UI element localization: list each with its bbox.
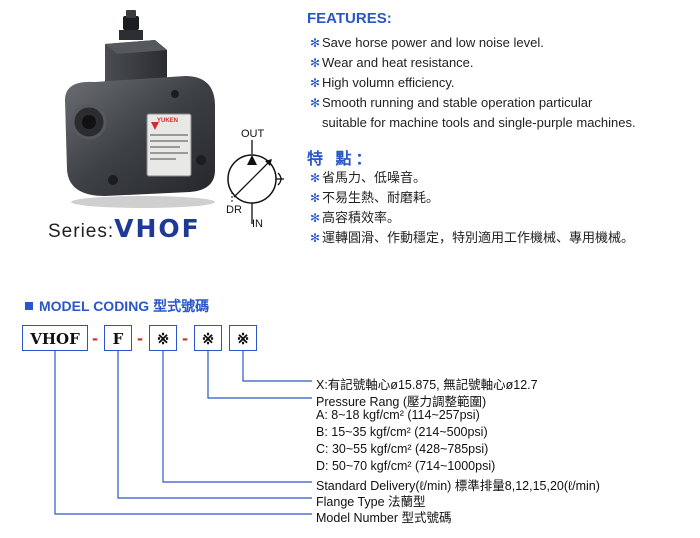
code-box-shaft: ※	[229, 325, 257, 351]
symbol-dr-label: DR	[226, 204, 242, 216]
symbol-in-label: IN	[252, 218, 263, 230]
feature-item: ✻Wear and heat resistance.	[310, 53, 695, 73]
desc-pressure-b: B: 15~35 kgf/cm² (214~500psi)	[316, 425, 488, 439]
code-box-delivery: ※	[149, 325, 177, 351]
desc-shaft: X:有記號軸心ø15.875, 無記號軸心ø12.7	[316, 378, 538, 392]
feature-cn-item: ✻運轉圓滑、作動穩定，特別適用工作機械、專用機械。	[310, 228, 695, 248]
feature-cn-item: ✻省馬力、低噪音。	[310, 168, 695, 188]
desc-model-number: Model Number 型式號碼	[316, 511, 452, 525]
feature-cn-item: ✻不易生熱、耐磨耗。	[310, 188, 695, 208]
desc-delivery: Standard Delivery(ℓ/min) 標準排量8,12,15,20(…	[316, 479, 600, 493]
model-coding-title: MODEL CODING 型式號碼	[25, 296, 209, 316]
desc-pressure-d: D: 50~70 kgf/cm² (714~1000psi)	[316, 459, 496, 473]
features-list: ✻Save horse power and low noise level. ✻…	[310, 33, 695, 133]
star-bullet-icon: ✻	[310, 191, 321, 205]
code-box-model: VHOF	[22, 325, 88, 351]
feature-cn-item: ✻高容積效率。	[310, 208, 695, 228]
feature-item: ✻Smooth running and stable operation par…	[310, 93, 695, 113]
star-bullet-icon: ✻	[310, 56, 321, 70]
star-bullet-icon: ✻	[310, 36, 321, 50]
code-box-pressure: ※	[194, 325, 222, 351]
brand-mark-text: YUKEN	[157, 118, 179, 124]
series-prefix: Series:	[48, 221, 115, 242]
hydraulic-pump-symbol	[227, 140, 284, 224]
features-cn-list: ✻省馬力、低噪音。 ✻不易生熱、耐磨耗。 ✻高容積效率。 ✻運轉圓滑、作動穩定，…	[310, 168, 695, 248]
desc-pressure: Pressure Rang (壓力調整範圍)	[316, 395, 487, 409]
star-bullet-icon: ✻	[310, 211, 321, 225]
code-separator: -	[137, 328, 143, 348]
symbol-out-label: OUT	[241, 128, 265, 140]
code-separator: -	[92, 328, 98, 348]
pump-image	[65, 10, 215, 208]
feature-item-continued: suitable for machine tools and single-pu…	[322, 115, 636, 130]
star-bullet-icon: ✻	[310, 96, 321, 110]
code-separator: -	[182, 328, 188, 348]
features-cn-title: 特 點：	[307, 151, 376, 168]
desc-pressure-c: C: 30~55 kgf/cm² (428~785psi)	[316, 442, 489, 456]
feature-item: ✻High volumn efficiency.	[310, 73, 695, 93]
series-model: VHOF	[114, 214, 201, 243]
star-bullet-icon: ✻	[310, 76, 321, 90]
series-label: Series:VHOF	[48, 214, 201, 243]
desc-flange: Flange Type 法蘭型	[316, 495, 426, 509]
features-title: FEATURES:	[307, 10, 392, 27]
feature-item: ✻Save horse power and low noise level.	[310, 33, 695, 53]
star-bullet-icon: ✻	[310, 231, 321, 245]
square-bullet-icon	[25, 302, 33, 310]
star-bullet-icon: ✻	[310, 171, 321, 185]
desc-pressure-a: A: 8~18 kgf/cm² (114~257psi)	[316, 408, 480, 422]
code-box-flange: F	[104, 325, 132, 351]
